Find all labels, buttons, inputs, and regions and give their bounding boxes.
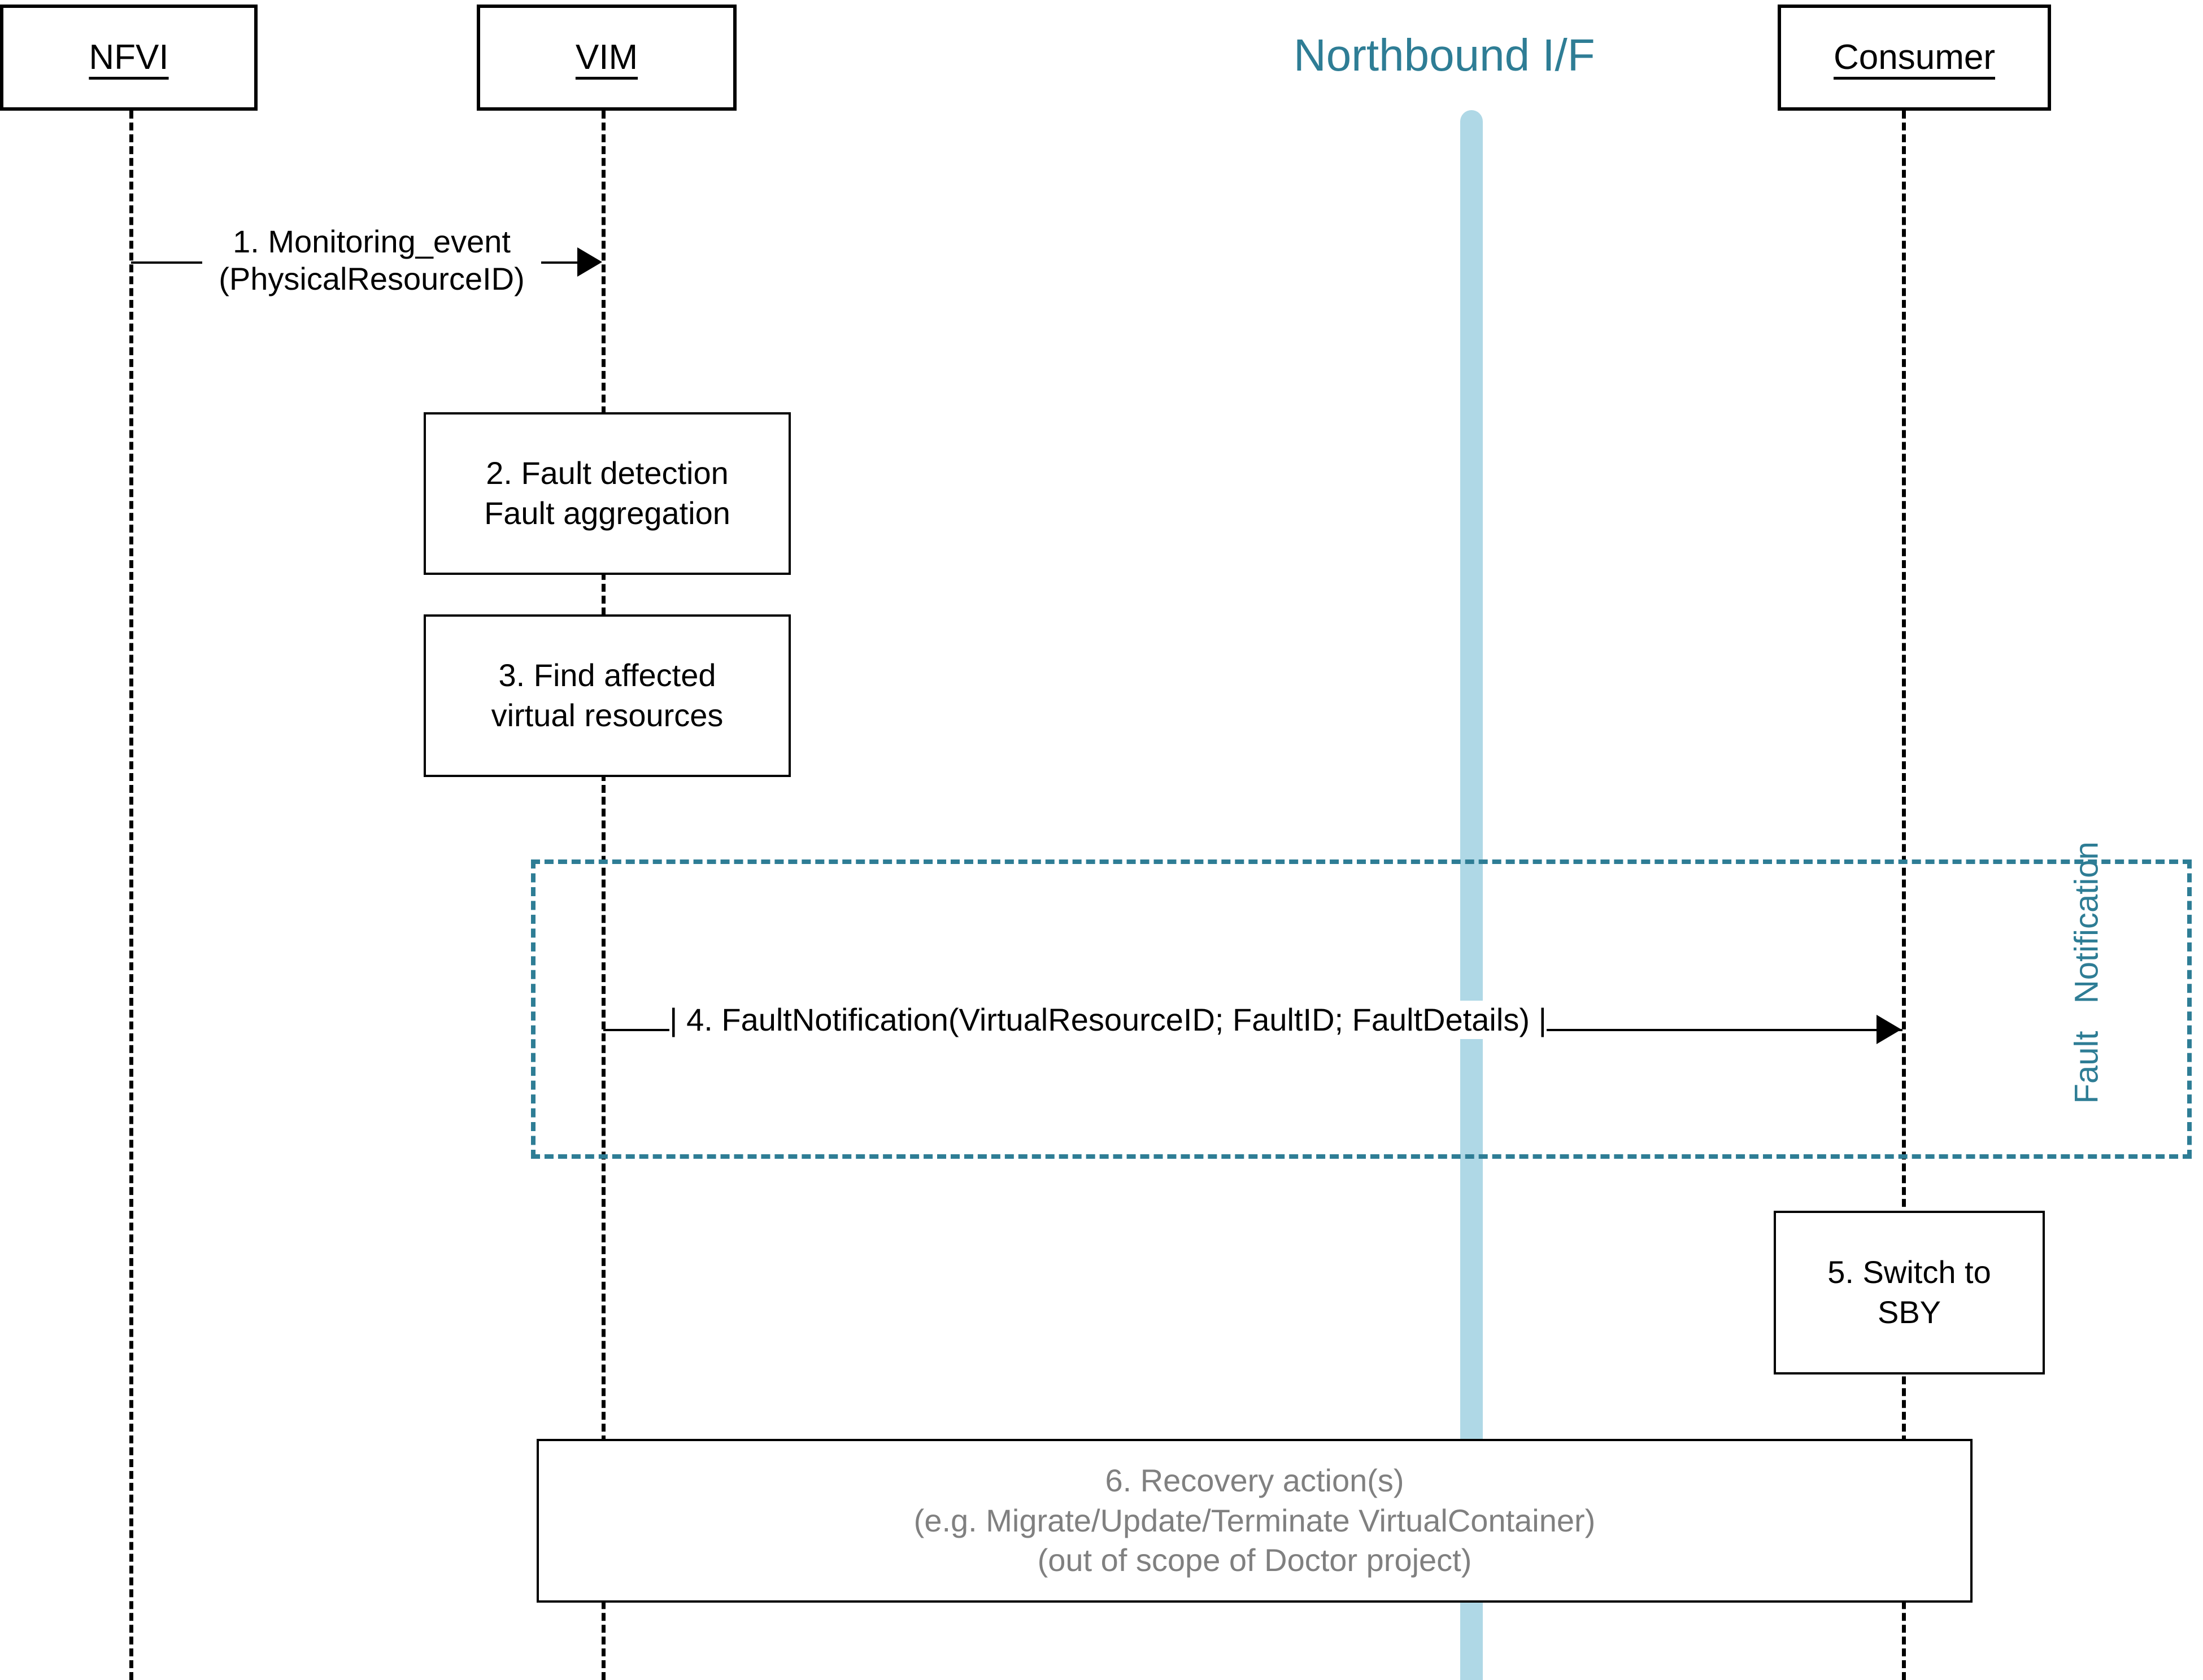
message-1-label-line2: (PhysicalResourceID)	[219, 261, 525, 297]
message-1-arrowhead	[577, 247, 602, 277]
action-box-recovery-actions-line3: (out of scope of Doctor project)	[1037, 1542, 1472, 1578]
message-1-label-line1: 1. Monitoring_event	[233, 224, 511, 259]
fragment-label-line1: Fault	[2068, 1031, 2105, 1104]
actor-box-vim[interactable]: VIM	[477, 5, 737, 111]
actor-label-consumer: Consumer	[1834, 38, 1995, 77]
action-box-fault-detection-line1: 2. Fault detection	[486, 455, 729, 491]
actor-box-nfvi[interactable]: NFVI	[0, 5, 258, 111]
action-box-fault-detection[interactable]: 2. Fault detection Fault aggregation	[424, 412, 791, 575]
actor-box-consumer[interactable]: Consumer	[1778, 5, 2051, 111]
action-box-find-affected-resources[interactable]: 3. Find affected virtual resources	[424, 614, 791, 777]
northbound-interface-bar	[1460, 110, 1483, 1680]
message-4-arrowhead	[1877, 1015, 1901, 1044]
action-box-switch-to-sby-line1: 5. Switch to	[1827, 1254, 1991, 1290]
action-box-find-affected-resources-line1: 3. Find affected	[498, 657, 716, 693]
action-box-switch-to-sby-line2: SBY	[1877, 1294, 1941, 1330]
action-box-fault-detection-line2: Fault aggregation	[484, 495, 730, 531]
fault-notification-fragment	[531, 859, 2192, 1159]
message-4-label: | 4. FaultNotification(VirtualResourceID…	[669, 1001, 1547, 1040]
message-1-label: 1. Monitoring_event (PhysicalResourceID)	[202, 223, 541, 298]
lifeline-nfvi	[129, 111, 133, 1680]
actor-label-vim: VIM	[575, 38, 638, 77]
fragment-label-line2: Notification	[2068, 841, 2105, 1004]
action-box-recovery-actions-line1: 6. Recovery action(s)	[1105, 1463, 1404, 1499]
action-box-switch-to-sby[interactable]: 5. Switch to SBY	[1774, 1211, 2045, 1374]
actor-label-nfvi: NFVI	[89, 38, 169, 77]
action-box-find-affected-resources-line2: virtual resources	[491, 697, 724, 733]
action-box-recovery-actions[interactable]: 6. Recovery action(s) (e.g. Migrate/Upda…	[537, 1439, 1973, 1603]
lifeline-consumer	[1902, 111, 1906, 1680]
northbound-interface-title: Northbound I/F	[1294, 30, 1595, 80]
fault-notification-fragment-label: Fault Notification	[2068, 841, 2106, 1104]
action-box-recovery-actions-line2: (e.g. Migrate/Update/Terminate VirtualCo…	[913, 1502, 1596, 1538]
fragment-label-space	[2069, 1013, 2105, 1022]
lifeline-vim	[602, 111, 606, 1680]
